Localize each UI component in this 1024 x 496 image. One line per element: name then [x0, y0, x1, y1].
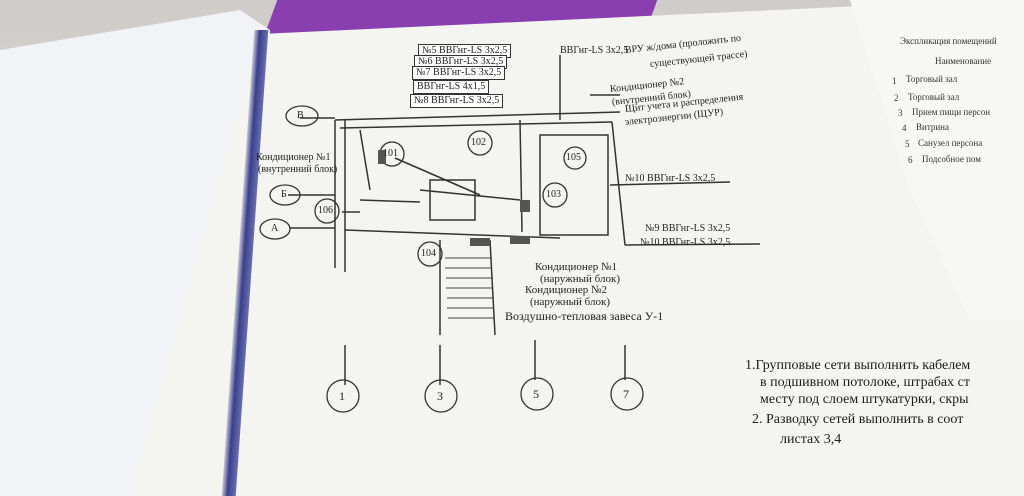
table-num-4: 4: [902, 123, 907, 133]
axis-v: В: [297, 110, 304, 121]
cable-label-8: №8 ВВГнг-LS 3х2,5: [410, 94, 504, 108]
note-2: 2. Разводку сетей выполнить в соот: [752, 412, 964, 427]
ac2-outdoor-sublabel: (наружный блок): [530, 296, 610, 308]
axis-1: 1: [339, 389, 345, 403]
ac1-label: Кондиционер №1: [256, 152, 331, 163]
note-1: 1.Групповые сети выполнить кабелем: [745, 358, 971, 373]
note-2b: листах 3,4: [780, 432, 842, 447]
drawing-page: [130, 0, 1024, 496]
axis-a: А: [271, 223, 279, 234]
table-num-6: 6: [908, 155, 913, 165]
room-101: 101: [383, 148, 398, 159]
table-header: Наименование: [935, 56, 992, 66]
room-106: 106: [318, 205, 333, 216]
ac1-outdoor-sublabel: (наружный блок): [540, 273, 620, 285]
axis-3: 3: [437, 389, 443, 403]
table-row-5: Санузел персона: [918, 138, 983, 148]
cable-label-9: №9 ВВГнг-LS 3х2,5: [645, 223, 731, 234]
axis-5: 5: [533, 387, 539, 401]
room-102: 102: [471, 137, 486, 148]
table-row-6: Подсобное пом: [922, 154, 981, 164]
table-row-1: Торговый зал: [906, 74, 958, 84]
cable-label-4x15: ВВГнг-LS 4х1,5: [413, 80, 490, 94]
room-103: 103: [546, 189, 561, 200]
note-1c: месту под слоем штукатурки, скры: [760, 392, 969, 407]
cable-label-10b: №10 ВВГнг-LS 3х2,5: [640, 237, 731, 248]
table-title: Экспликация помещений: [900, 36, 997, 46]
table-num-2: 2: [894, 93, 899, 103]
curtain-label: Воздушно-тепловая завеса У-1: [505, 309, 664, 323]
table-row-4: Витрина: [916, 122, 949, 132]
axis-7: 7: [623, 387, 629, 401]
axis-b: Б: [281, 189, 287, 200]
note-1b: в подшивном потолоке, штрабах ст: [760, 375, 970, 390]
room-105: 105: [566, 152, 581, 163]
cable-label-top: ВВГнг-LS 3х2,5: [560, 45, 629, 56]
room-104: 104: [421, 248, 436, 259]
table-num-5: 5: [905, 139, 910, 149]
table-row-3: Прием пищи персон: [912, 107, 991, 117]
ac1-sublabel: (внутренний блок): [258, 164, 338, 175]
table-row-2: Торговый зал: [908, 92, 960, 102]
table-num-3: 3: [898, 108, 903, 118]
ac1-outdoor-label: Кондиционер №1: [535, 261, 617, 273]
cable-label-7: №7 ВВГнг-LS 3х2,5: [412, 66, 506, 80]
ac2-outdoor-label: Кондиционер №2: [525, 284, 607, 296]
cable-label-10a: №10 ВВГнг-LS 3х2,5: [625, 173, 716, 184]
table-num-1: 1: [892, 76, 897, 86]
